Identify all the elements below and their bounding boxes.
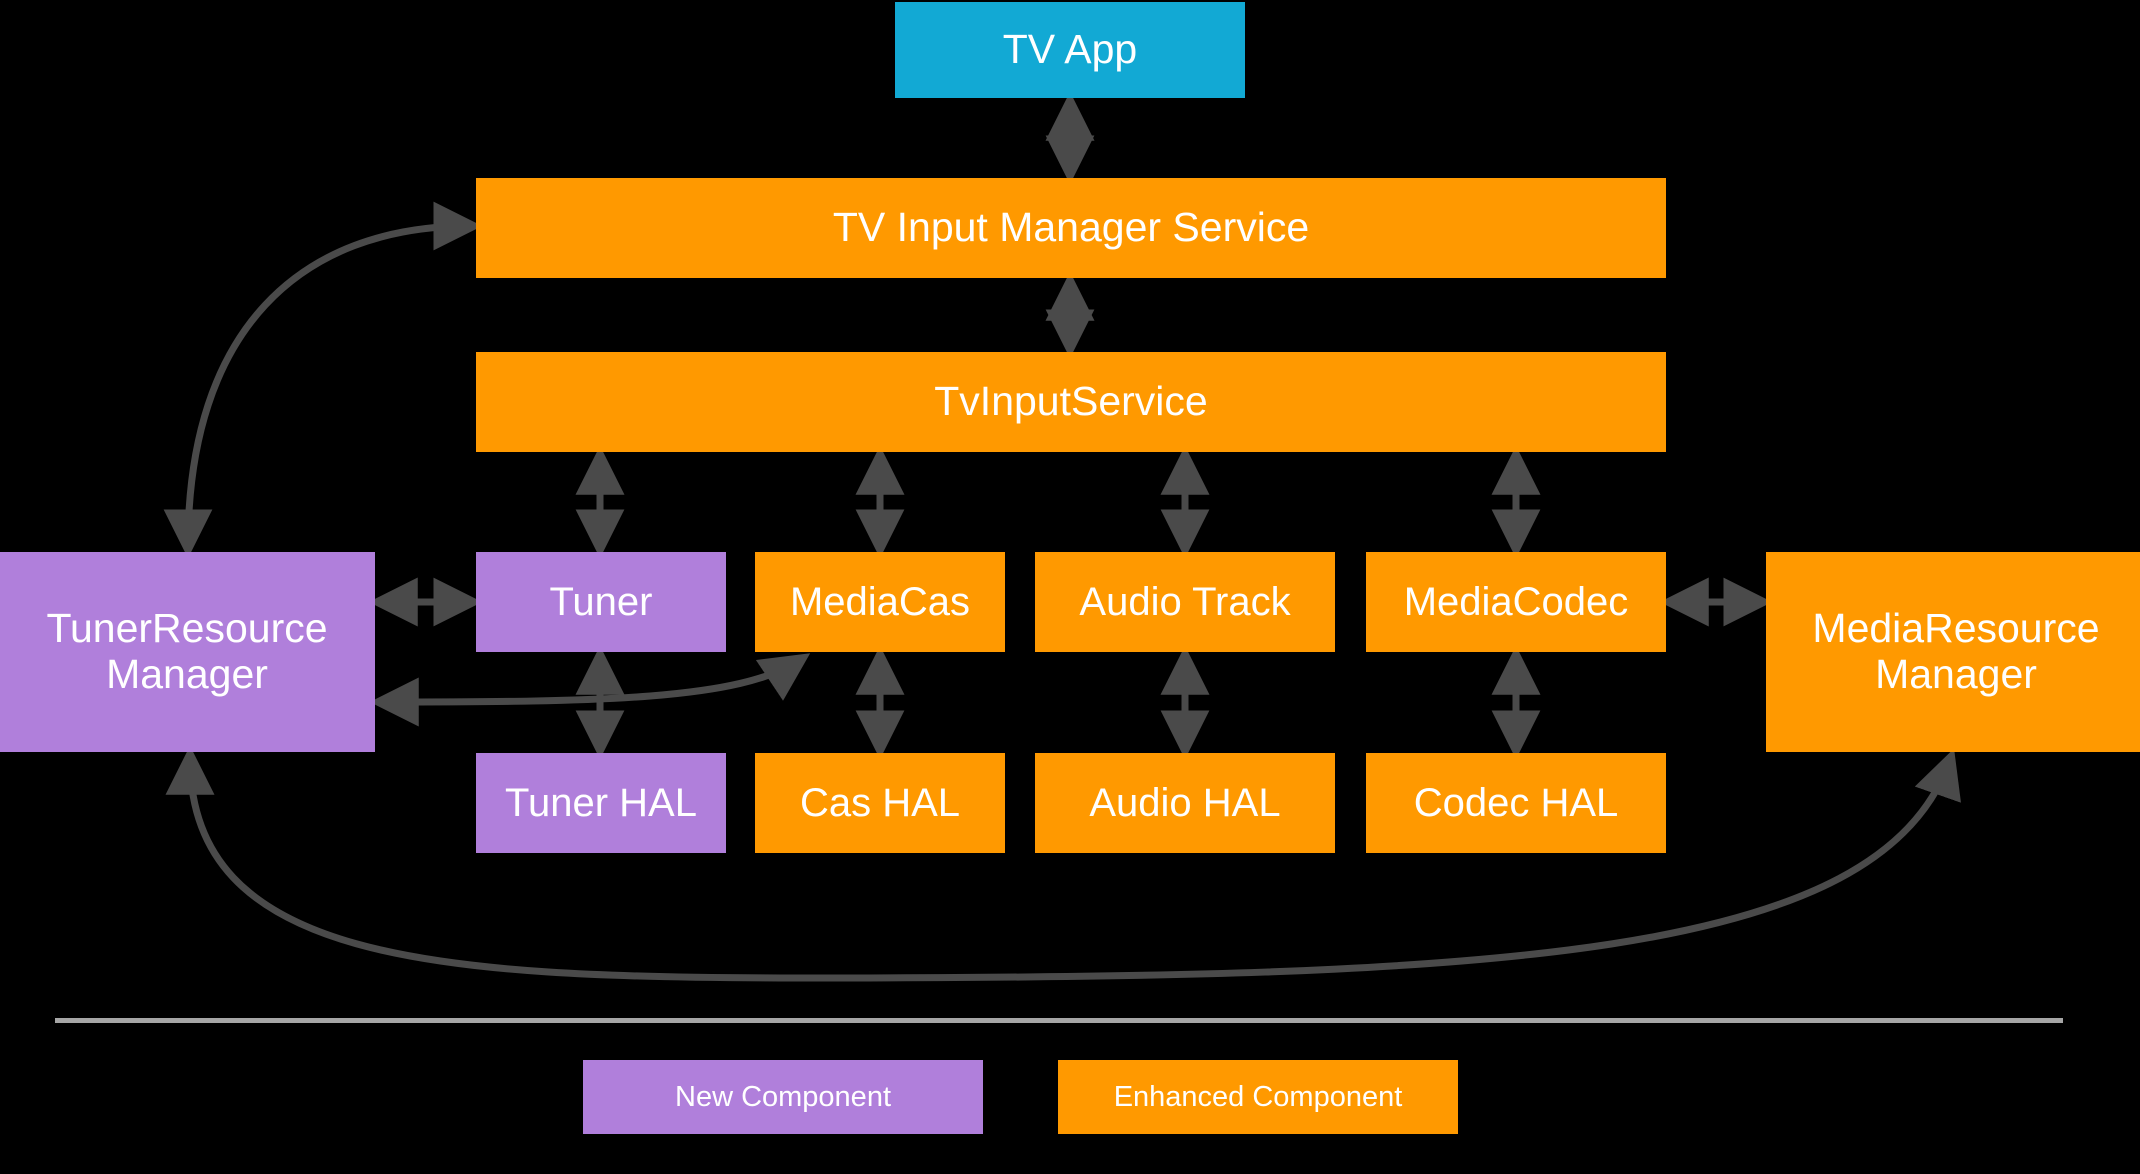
edge-media-cas--tuner-resource-manager <box>369 653 811 727</box>
node-tv-input-service[interactable]: TvInputService <box>476 352 1666 452</box>
node-audio-track[interactable]: Audio Track <box>1035 552 1335 652</box>
edge-tuner-resource-manager--tv-input-manager-service <box>163 201 483 559</box>
node-media-codec[interactable]: MediaCodec <box>1366 552 1666 652</box>
node-tuner[interactable]: Tuner <box>476 552 726 652</box>
legend-item-new-component: New Component <box>583 1060 983 1134</box>
legend-divider <box>55 1018 2063 1023</box>
node-codec-hal[interactable]: Codec HAL <box>1366 753 1666 853</box>
legend-item-enhanced-component: Enhanced Component <box>1058 1060 1458 1134</box>
node-media-cas[interactable]: MediaCas <box>755 552 1005 652</box>
node-tuner-hal[interactable]: Tuner HAL <box>476 753 726 853</box>
node-cas-hal[interactable]: Cas HAL <box>755 753 1005 853</box>
node-tv-app[interactable]: TV App <box>895 2 1245 98</box>
node-tv-input-manager-service[interactable]: TV Input Manager Service <box>476 178 1666 278</box>
node-audio-hal[interactable]: Audio HAL <box>1035 753 1335 853</box>
node-media-resource-manager[interactable]: MediaResource Manager <box>1766 552 2140 752</box>
node-tuner-resource-manager[interactable]: TunerResource Manager <box>0 552 375 752</box>
